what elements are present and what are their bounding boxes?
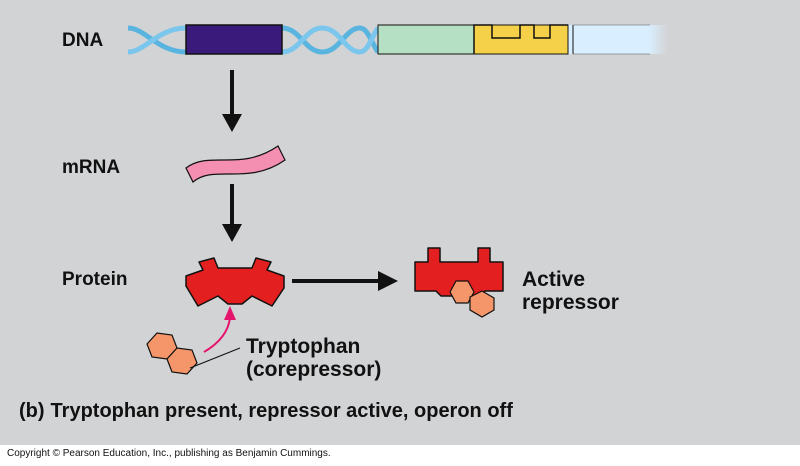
dna-helix-left bbox=[127, 25, 187, 55]
dna-region-green bbox=[377, 24, 475, 55]
active-repressor-label-line1: Active bbox=[522, 268, 586, 291]
yellow-region-notches bbox=[473, 24, 568, 54]
dna-helix-middle bbox=[281, 25, 381, 55]
repressor-protein-inactive bbox=[185, 257, 285, 307]
tryptophan-free bbox=[146, 332, 198, 375]
caption-tag: (b) bbox=[19, 400, 45, 422]
mrna-label: mRNA bbox=[62, 157, 121, 178]
tryptophan-label-line2: (corepressor) bbox=[246, 358, 382, 381]
figure-caption: (b)Tryptophan present, repressor active,… bbox=[19, 400, 513, 423]
tryptophan-bound bbox=[449, 280, 495, 318]
caption-text: Tryptophan present, repressor active, op… bbox=[50, 400, 513, 422]
protein-label: Protein bbox=[62, 269, 128, 290]
mrna-strand bbox=[185, 145, 286, 183]
dna-region-yellow bbox=[473, 24, 569, 55]
figure-panel bbox=[0, 0, 800, 445]
binding-arrow bbox=[203, 306, 236, 353]
repressor-gene bbox=[185, 24, 283, 55]
tryptophan-leader-line bbox=[189, 347, 241, 369]
active-repressor-label: Active repressor bbox=[522, 268, 619, 314]
arrow-protein-to-active-repressor bbox=[292, 271, 398, 291]
active-repressor-label-line2: repressor bbox=[522, 291, 619, 314]
arrow-mrna-to-protein bbox=[222, 184, 242, 242]
tryptophan-label: Tryptophan (corepressor) bbox=[246, 335, 381, 381]
dna-region-light-blue bbox=[568, 25, 668, 54]
copyright-notice: Copyright © Pearson Education, Inc., pub… bbox=[7, 448, 331, 459]
tryptophan-label-line1: Tryptophan bbox=[246, 335, 361, 358]
dna-label: DNA bbox=[62, 30, 104, 51]
arrow-dna-to-mrna bbox=[222, 70, 242, 132]
